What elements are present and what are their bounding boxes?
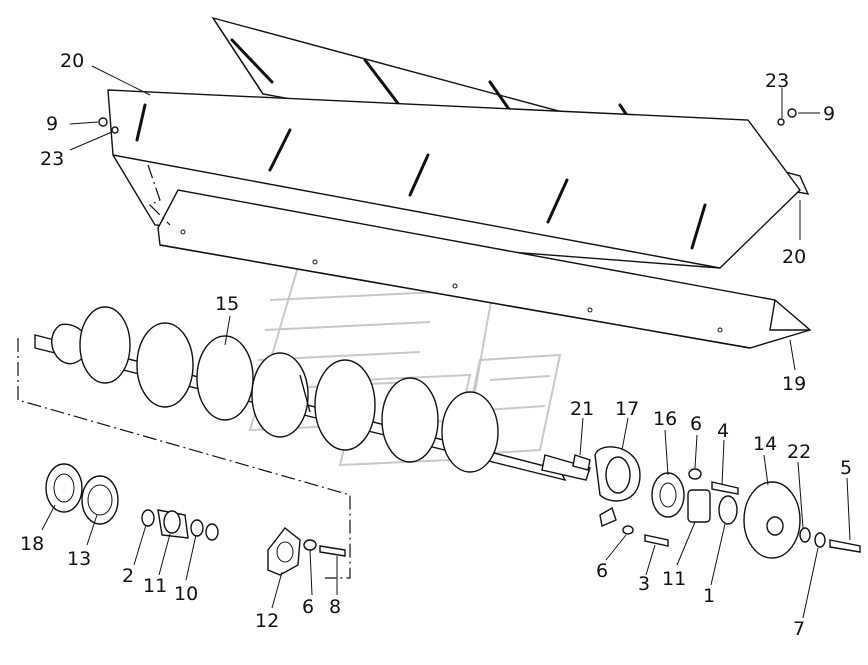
- callout-18: 18: [20, 533, 44, 555]
- callout-12: 12: [255, 610, 279, 632]
- callout-16: 16: [653, 408, 677, 430]
- callout-19: 19: [782, 373, 806, 395]
- leader-lines: [41, 65, 851, 619]
- callout-23-left: 23: [40, 148, 64, 170]
- callout-6-left: 6: [302, 596, 314, 618]
- callout-labels: 20 9 23 23 9 20 19 15 21 17 16 6 4 14 22…: [20, 50, 852, 640]
- callout-23-right: 23: [765, 70, 789, 92]
- callout-9-left: 9: [46, 113, 58, 135]
- callout-11-right: 11: [662, 568, 686, 590]
- callout-6-upper: 6: [690, 413, 702, 435]
- callout-5: 5: [840, 457, 852, 479]
- callout-1: 1: [703, 585, 715, 607]
- callout-22: 22: [787, 441, 811, 463]
- callout-21: 21: [570, 398, 594, 420]
- small-nuts: [98, 108, 797, 134]
- callout-10: 10: [174, 583, 198, 605]
- auger-housing: [147, 164, 812, 349]
- non-drive-end-parts: [45, 463, 346, 576]
- callout-20-top-left: 20: [60, 50, 84, 72]
- callout-14: 14: [753, 433, 777, 455]
- callout-6-lower: 6: [596, 560, 608, 582]
- callout-20-right: 20: [782, 246, 806, 268]
- auger-screw: [17, 306, 591, 579]
- callout-3: 3: [638, 573, 650, 595]
- drive-end-parts: [572, 446, 861, 559]
- callout-15: 15: [215, 293, 239, 315]
- callout-7: 7: [793, 618, 805, 640]
- callout-4: 4: [717, 420, 729, 442]
- callout-9-right: 9: [823, 103, 835, 125]
- callout-2: 2: [122, 565, 134, 587]
- callout-13: 13: [67, 548, 91, 570]
- callout-17: 17: [615, 398, 639, 420]
- callout-8: 8: [329, 596, 341, 618]
- callout-11-left: 11: [143, 575, 167, 597]
